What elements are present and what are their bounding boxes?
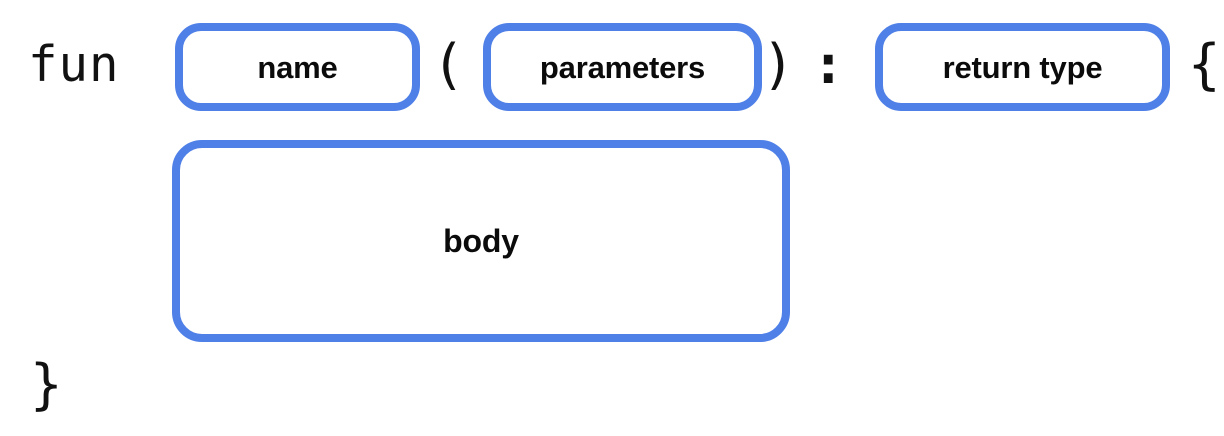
slot-return-type[interactable]: return type	[875, 23, 1170, 111]
slot-name[interactable]: name	[175, 23, 420, 111]
paren-open-symbol: (	[432, 33, 465, 96]
slot-parameters-label: parameters	[539, 49, 706, 85]
colon-symbol: :	[812, 33, 845, 96]
slot-return-type-label: return type	[942, 49, 1103, 85]
brace-close-symbol: }	[30, 353, 63, 416]
slot-body[interactable]: body	[172, 140, 790, 342]
slot-name-label: name	[257, 49, 338, 85]
brace-open-symbol: {	[1188, 33, 1221, 96]
slot-body-label: body	[443, 223, 519, 259]
slot-parameters[interactable]: parameters	[483, 23, 762, 111]
keyword-fun: fun	[28, 36, 120, 93]
paren-close-symbol: )	[762, 33, 795, 96]
